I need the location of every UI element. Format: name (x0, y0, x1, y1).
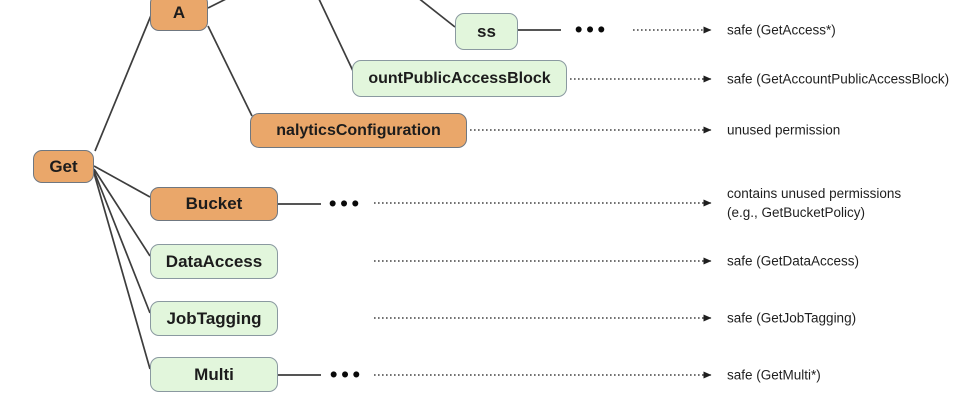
edge-a-up-offscreen (207, 0, 226, 9)
annotation-bucket-line2: (e.g., GetBucketPolicy) (727, 205, 866, 220)
node-jobtagging-label: JobTagging (166, 308, 262, 328)
node-bucket-label: Bucket (185, 194, 243, 213)
node-a: A (150, 0, 208, 31)
node-nalyticsconfiguration: nalyticsConfiguration (250, 113, 467, 148)
edge-a-nalyticsconfiguration (207, 25, 253, 117)
node-nalyticsconfiguration-label: nalyticsConfiguration (276, 121, 441, 139)
ellipsis-icon-bucket: ••• (328, 192, 364, 216)
ellipsis-icon-ss: ••• (574, 18, 610, 42)
node-multi-label: Multi (194, 364, 234, 384)
annotation-nalyticsconfiguration: unused permission (727, 122, 841, 138)
node-ountpublicaccessblock-label: ountPublicAccessBlock (368, 69, 551, 87)
annotation-ss: safe (GetAccess*) (727, 22, 836, 38)
edge-get-bucket (93, 165, 151, 198)
annotation-dataaccess: safe (GetDataAccess) (727, 253, 860, 269)
node-ss: ss (455, 13, 518, 50)
annotation-multi: safe (GetMulti*) (727, 367, 821, 383)
node-ountpublicaccessblock: ountPublicAccessBlock (352, 60, 567, 97)
edge-get-jobtagging (93, 170, 151, 314)
annotation-jobtagging: safe (GetJobTagging) (727, 310, 857, 326)
node-ss-label: ss (477, 21, 496, 41)
annotation-ountpublicaccessblock: safe (GetAccountPublicAccessBlock) (727, 71, 950, 87)
node-dataaccess-label: DataAccess (165, 251, 263, 271)
edge-get-dataaccess (93, 168, 151, 257)
annotation-bucket-line1: contains unused permissions (727, 186, 902, 201)
node-get: Get (33, 150, 94, 183)
edge-offscreen-ss (419, 0, 456, 28)
node-jobtagging: JobTagging (150, 301, 278, 336)
edge-get-multi (93, 172, 151, 370)
edge-get-a (94, 12, 153, 152)
node-a-label: A (172, 2, 186, 22)
annotation-bucket: contains unused permissions (e.g., GetBu… (727, 184, 901, 222)
node-bucket: Bucket (150, 187, 278, 221)
node-dataaccess: DataAccess (150, 244, 278, 279)
node-multi: Multi (150, 357, 278, 392)
ellipsis-icon-multi: ••• (329, 363, 365, 387)
node-get-label: Get (49, 156, 78, 176)
edge-offscreen-ountpublicaccessblock (318, 0, 354, 72)
